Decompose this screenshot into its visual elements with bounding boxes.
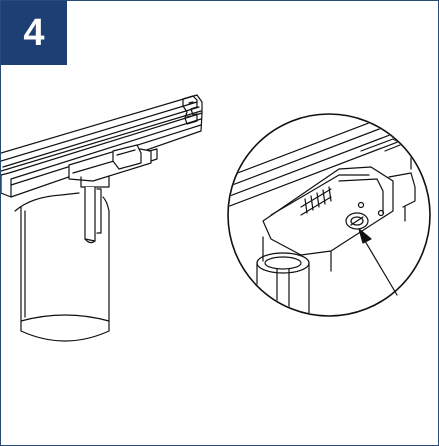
spotlight-body: [14, 192, 110, 342]
arrow-to-screw: [358, 228, 398, 296]
track-rail: [1, 94, 203, 198]
track-adapter: [68, 144, 158, 188]
detail-circle: [227, 113, 431, 317]
spotlight-stem: [84, 186, 102, 244]
step-number: 4: [23, 12, 45, 54]
step-number-badge: 4: [1, 1, 67, 65]
